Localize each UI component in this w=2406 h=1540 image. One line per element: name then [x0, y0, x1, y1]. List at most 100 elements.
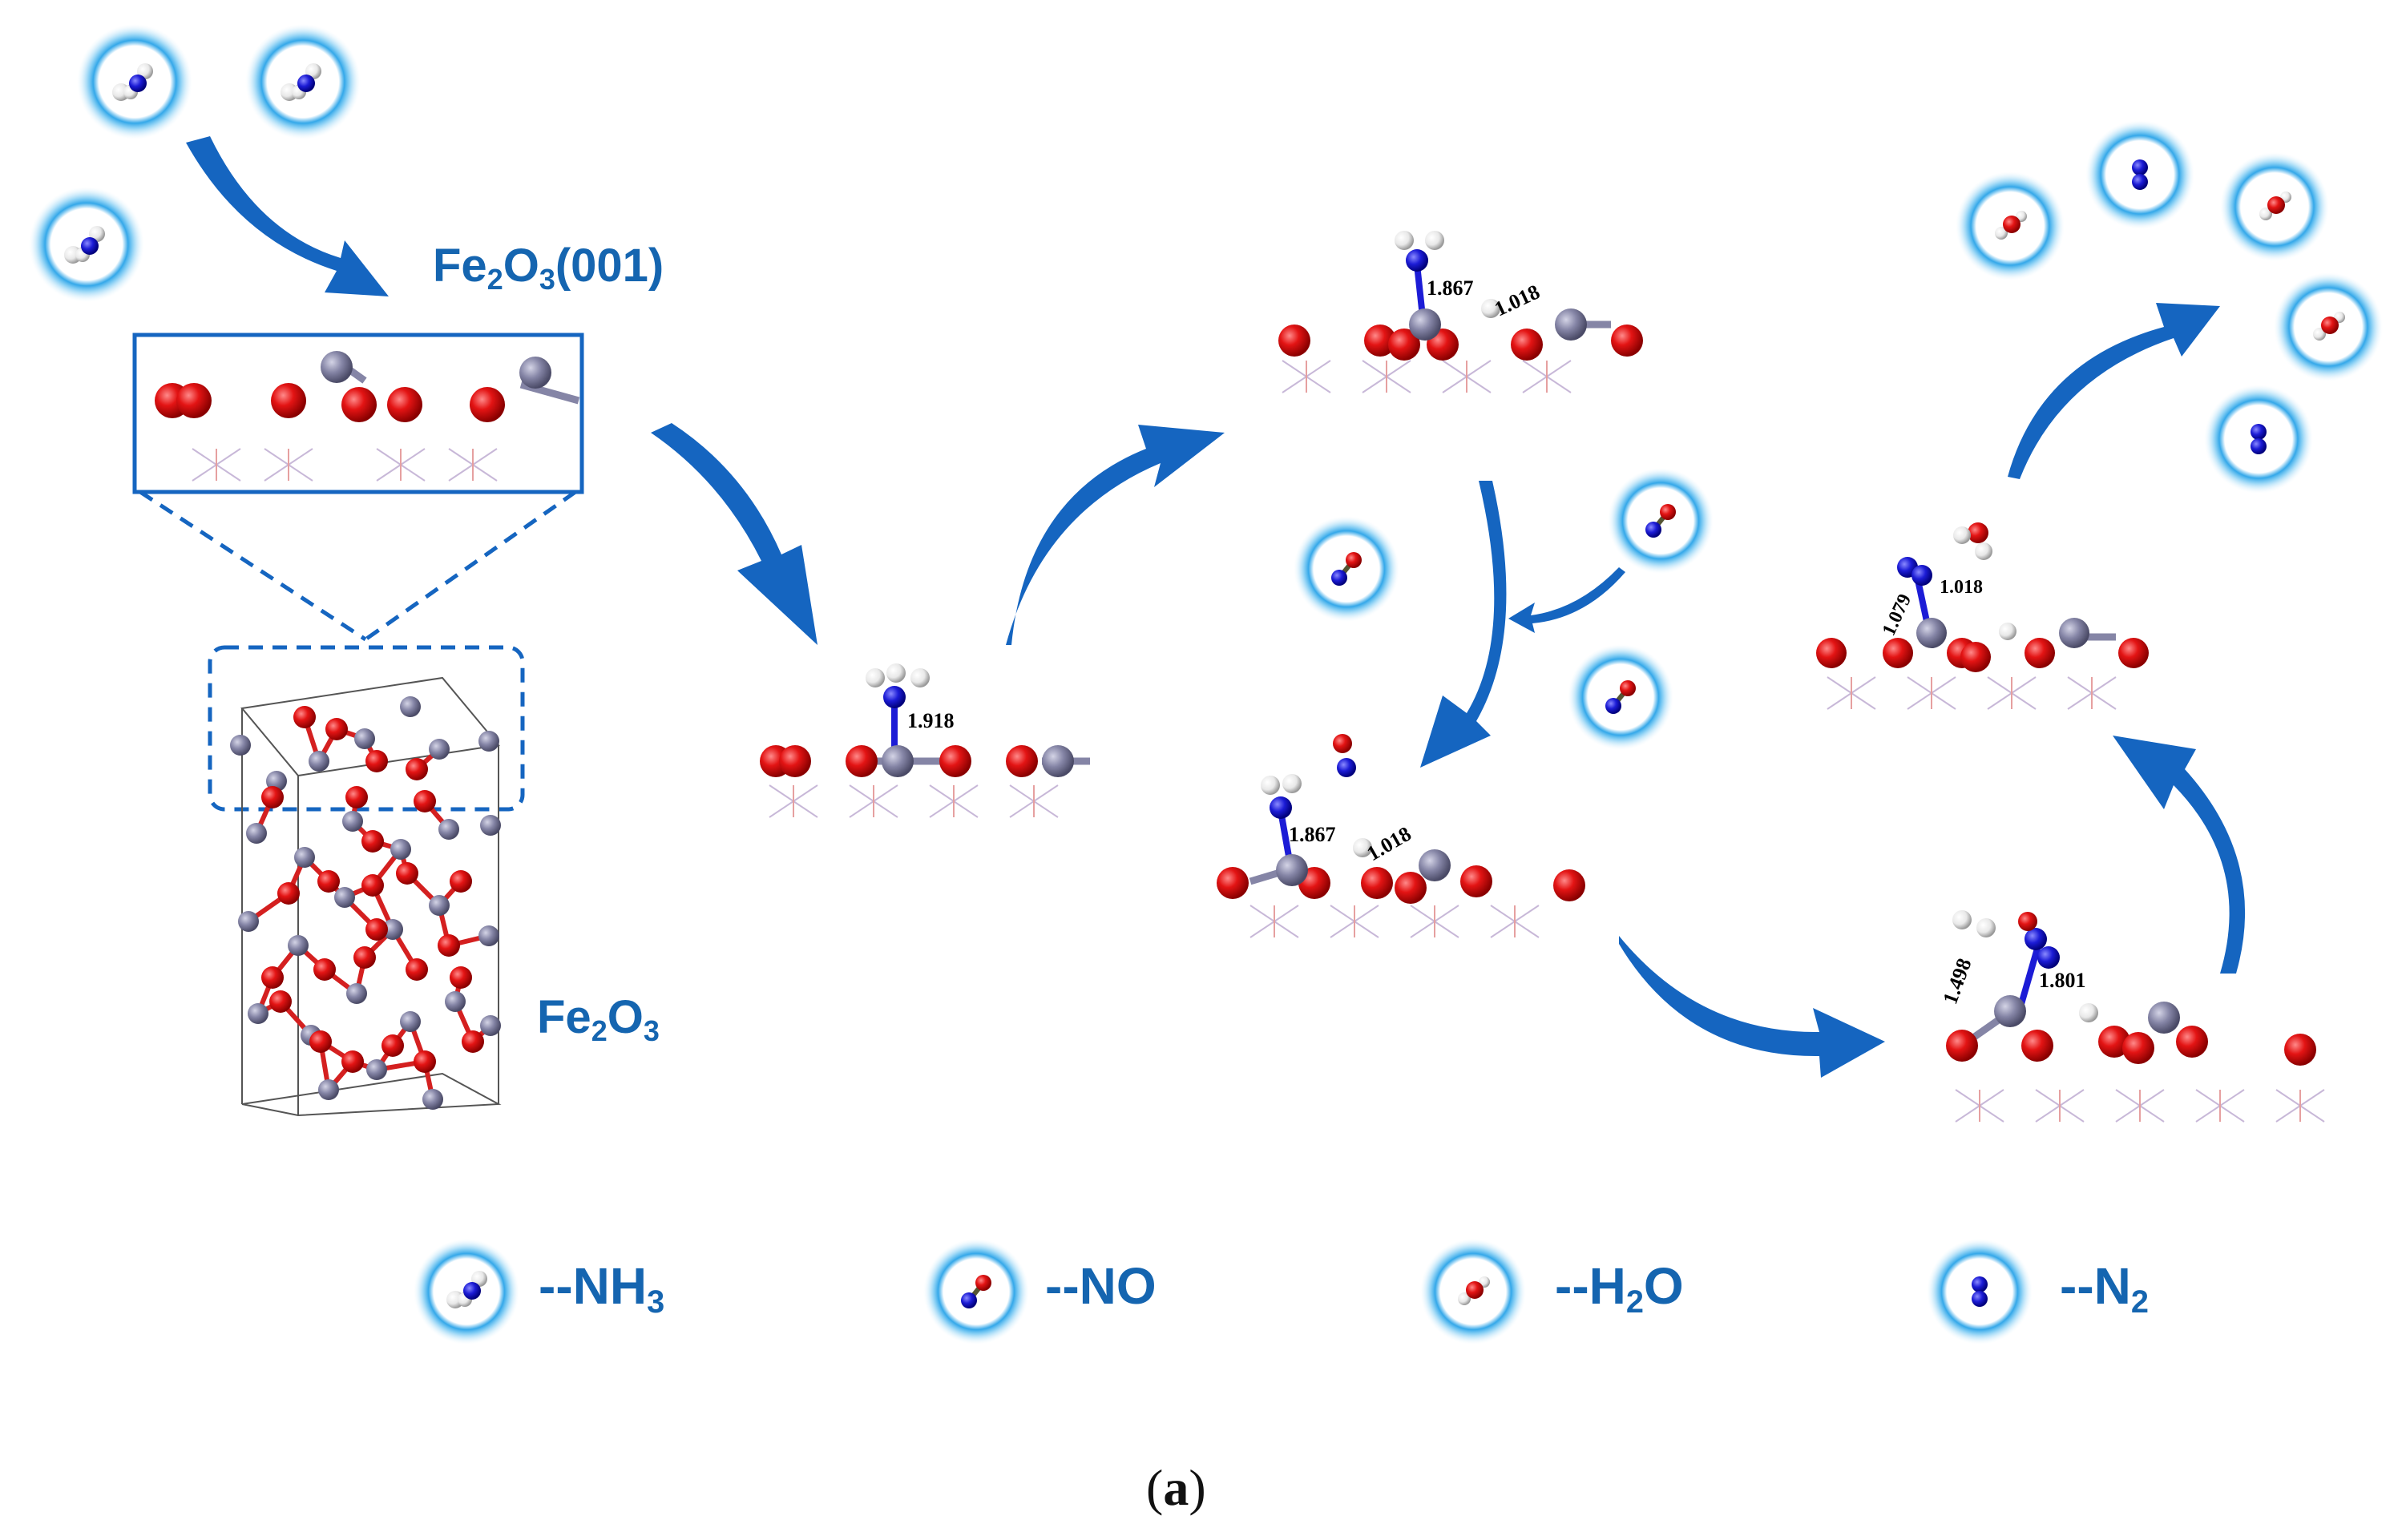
- nh3-molecule: [245, 24, 361, 139]
- o-atom: [396, 862, 418, 885]
- o-atom: [381, 1034, 404, 1057]
- legend-icon-h2o: [1420, 1239, 1526, 1344]
- h2o-molecule: [2220, 152, 2329, 261]
- fe-atom: [390, 839, 411, 860]
- h2o-molecule: [1956, 171, 2065, 280]
- arrow-to-state2: [1006, 425, 1225, 645]
- o-atom: [293, 706, 316, 728]
- legend-label-h2o: --H2O: [1555, 1257, 1684, 1320]
- bond-length-label: 1.018: [1940, 577, 1983, 598]
- reaction-arrows: [186, 136, 2246, 1078]
- fe-atom: [480, 815, 501, 836]
- no-molecule: [1568, 644, 1673, 750]
- o-atom: [341, 1050, 364, 1073]
- legend-label-n2: --N2: [2060, 1257, 2149, 1320]
- legend-icon-nh3: [414, 1239, 519, 1344]
- nh3-molecule: [29, 187, 144, 302]
- bond-length-label: 1.867: [1289, 823, 1336, 846]
- bulk-label: Fe2O3: [537, 991, 660, 1048]
- arrow-to-state1: [651, 423, 817, 645]
- fe-atom: [309, 751, 329, 772]
- o-atom: [450, 966, 472, 989]
- fe-atom: [382, 919, 403, 940]
- state-nh-activation: 1.867 1.018: [1278, 231, 1643, 393]
- o-atom: [345, 786, 368, 808]
- fe-atom: [248, 1003, 268, 1024]
- o-atom: [309, 1030, 332, 1053]
- state-nn-coupling: 1.498 1.801: [1938, 910, 2325, 1123]
- arrow-to-state5: [2113, 736, 2246, 974]
- bond-length-label: 1.918: [907, 709, 955, 732]
- fe2o3-bulk-cell: [230, 676, 502, 1117]
- fe-atom: [429, 895, 450, 916]
- o-atom: [361, 874, 384, 897]
- arrow-desorption: [2008, 303, 2220, 479]
- arrow-no-approach: [1508, 567, 1625, 633]
- surface-label: Fe2O3(001): [433, 240, 664, 296]
- fe-atom: [445, 991, 466, 1012]
- figure-caption: (a): [1146, 1459, 1206, 1516]
- o-atom: [406, 958, 428, 981]
- fe-atom: [230, 735, 251, 756]
- fe-atom: [480, 1015, 501, 1036]
- o-atom: [313, 958, 336, 981]
- legend-icon-n2: [1927, 1239, 2033, 1344]
- o-atom: [261, 786, 284, 808]
- arrow-to-state3: [1420, 481, 1507, 768]
- o-atom: [365, 750, 388, 772]
- o-atom: [450, 870, 472, 893]
- o-atom: [353, 946, 376, 969]
- fe-atom: [246, 823, 267, 844]
- fe-atom: [422, 1089, 443, 1110]
- fe-atom: [288, 935, 309, 956]
- fe2o3-001-surface-view: [132, 333, 584, 494]
- o-atom: [361, 830, 384, 853]
- fe-atom: [438, 819, 459, 840]
- o-atom: [277, 882, 300, 905]
- arrow-to-state4: [1619, 936, 1885, 1078]
- n2-molecule: [2085, 120, 2194, 229]
- h2o-molecule: [2274, 272, 2383, 381]
- fe-atom: [478, 925, 499, 946]
- o-atom: [462, 1030, 484, 1053]
- no-molecule: [1608, 468, 1714, 574]
- bond-length-label: 1.079: [1879, 591, 1916, 639]
- arrow-adsorption: [186, 136, 389, 296]
- legend-label-no: --NO: [1045, 1257, 1157, 1315]
- o-atom: [269, 990, 292, 1013]
- zoom-guide-lines: [139, 490, 577, 812]
- fe-atom: [346, 983, 367, 1004]
- fe-atom: [478, 731, 499, 752]
- state-nh3-adsorbed: 1.918: [760, 663, 1090, 818]
- n2-molecule: [2204, 385, 2313, 494]
- bond-length-label: 1.498: [1938, 955, 1976, 1007]
- no-molecule: [1294, 516, 1399, 622]
- o-atom: [261, 966, 284, 989]
- fe-atom: [334, 887, 355, 908]
- fe-atom: [238, 911, 259, 932]
- o-atom: [325, 718, 348, 740]
- fe-atom: [294, 847, 315, 868]
- fe-atom: [429, 739, 450, 760]
- bond-length-label: 1.801: [2039, 969, 2086, 992]
- fe-atom: [318, 1079, 339, 1100]
- fe-atom: [354, 728, 375, 749]
- o-atom: [438, 934, 460, 957]
- legend-label-nh3: --NH3: [539, 1257, 665, 1320]
- o-atom: [414, 1050, 436, 1073]
- state-no-approach: 1.867 1.018: [1217, 734, 1585, 938]
- fe-atom: [366, 1059, 387, 1080]
- state-n2-h2o-formation: 1.079 1.018: [1816, 522, 2149, 710]
- legend-icon-no: [923, 1239, 1029, 1344]
- o-atom: [414, 790, 436, 812]
- o-atom: [365, 918, 388, 941]
- fe-atom: [400, 1011, 421, 1032]
- o-atom: [406, 758, 428, 780]
- bond-length-label: 1.018: [1491, 280, 1543, 320]
- fe-atom: [342, 811, 363, 832]
- bond-length-label: 1.867: [1427, 276, 1474, 300]
- o-atom: [317, 870, 340, 893]
- nh3-molecule: [77, 24, 192, 139]
- bond-length-label: 1.018: [1363, 822, 1415, 865]
